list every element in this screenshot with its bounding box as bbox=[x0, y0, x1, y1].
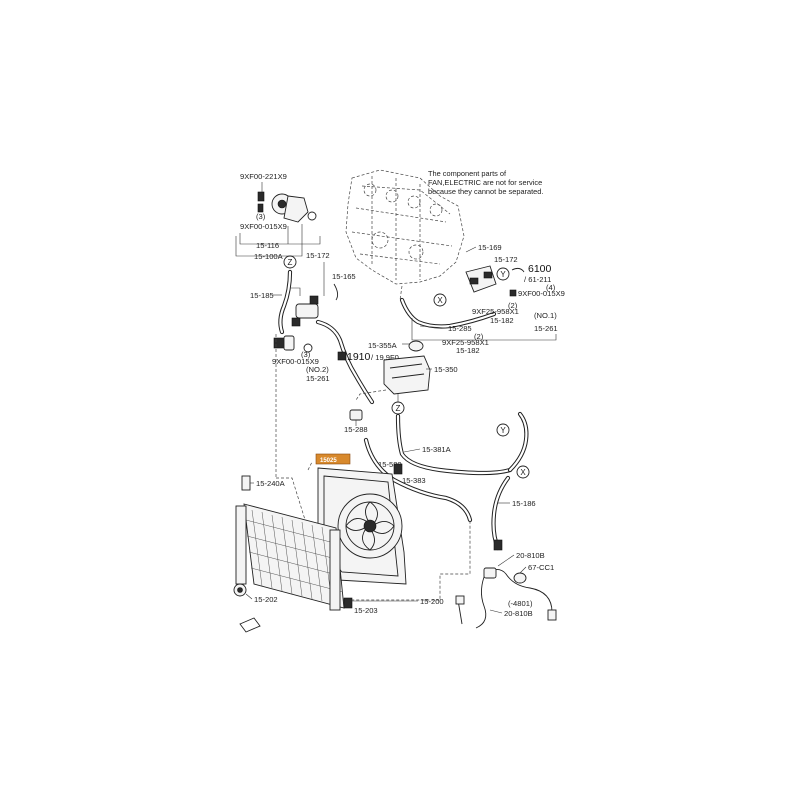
label-15-350: 15-350 bbox=[434, 365, 458, 374]
radiator-hoses: Y 15-381A 15-580 15-383 X 15-186 bbox=[363, 411, 536, 551]
circle-y-2: Y bbox=[500, 426, 506, 435]
sensor-group: 15-169 15-172 6100 / 61-211 Y (4) 9XF00-… bbox=[399, 243, 565, 355]
label-15-186: 15-186 bbox=[512, 499, 536, 508]
label-4801: (-4801) bbox=[508, 599, 533, 608]
label-15-240a: 15-240A bbox=[256, 479, 286, 488]
label-3b: (3) bbox=[301, 350, 311, 359]
radiator-group: 15-240A 15-202 15-203 15-200 bbox=[233, 475, 444, 633]
fan-wiring-harness: 20-810B 67-CC1 (-4801) 20-810B bbox=[455, 551, 557, 629]
hose-clamp-icon bbox=[337, 351, 347, 361]
label-20-810b-b: 20-810B bbox=[504, 609, 533, 618]
label-4: (4) bbox=[546, 283, 556, 292]
radiator-right-tank-icon bbox=[329, 529, 341, 611]
note-line-2: FAN,ELECTRIC are not for service bbox=[428, 178, 542, 187]
label-3a: (3) bbox=[256, 212, 266, 221]
radiator-fins bbox=[245, 509, 344, 605]
label-15-381a: 15-381A bbox=[422, 445, 452, 454]
label-9xf25-958x1-b: 9XF25-958X1 bbox=[442, 338, 489, 347]
radiator-left-tank-icon bbox=[235, 505, 247, 585]
label-6100: 6100 bbox=[528, 263, 552, 275]
connector-y-top bbox=[496, 267, 510, 281]
label-15-580: 15-580 bbox=[378, 460, 402, 469]
label-15-383: 15-383 bbox=[402, 476, 426, 485]
note-line-3: because they cannot be separated. bbox=[428, 187, 543, 196]
coolant-reservoir-group: 1910 / 19.9F0 15-355A 15-350 15-288 Z bbox=[337, 340, 458, 434]
label-67-cc1: 67-CC1 bbox=[528, 563, 554, 572]
connector-y-bottom bbox=[496, 423, 510, 437]
label-15-165: 15-165 bbox=[332, 272, 356, 281]
label-15-182b: 15-182 bbox=[456, 346, 480, 355]
circle-y-1: Y bbox=[500, 270, 506, 279]
label-15-200: 15-200 bbox=[420, 597, 444, 606]
harness-connector-icon bbox=[483, 567, 497, 579]
label-15-185: 15-185 bbox=[250, 291, 274, 300]
connector-x-top bbox=[433, 293, 447, 307]
label-9xf00-015x9-b: 9XF00-015X9 bbox=[272, 357, 319, 366]
part-tag-badge bbox=[315, 453, 351, 465]
drain-plug-icon bbox=[241, 475, 251, 491]
label-61-211: / 61-211 bbox=[524, 275, 551, 284]
harness-grommet-icon bbox=[513, 572, 527, 584]
clip-icon bbox=[393, 463, 403, 475]
label-15-172a: 15-172 bbox=[306, 251, 330, 260]
label-no2: (NO.2) bbox=[306, 365, 329, 374]
circle-z-2: Z bbox=[396, 404, 401, 413]
circle-x-1: X bbox=[437, 296, 443, 305]
bolt-icon bbox=[257, 191, 265, 202]
service-note: The component parts of FAN,ELECTRIC are … bbox=[428, 169, 543, 196]
label-15-288: 15-288 bbox=[344, 425, 368, 434]
thermostat-housing-icon bbox=[295, 303, 319, 319]
label-15-202: 15-202 bbox=[254, 595, 278, 604]
label-2a: (2) bbox=[508, 301, 518, 310]
thermostat-hose-group: Z 15-172 15-165 15-185 (3) 9XF00-015X9 (… bbox=[250, 251, 375, 478]
label-15-355a: 15-355A bbox=[368, 341, 398, 350]
water-pump-icon bbox=[283, 195, 309, 223]
label-9xf00-221x9: 9XF00-221X9 bbox=[240, 172, 287, 181]
label-9xf00-015x9-c: 9XF00-015X9 bbox=[518, 289, 565, 298]
circle-x-2: X bbox=[520, 468, 526, 477]
label-15-261a: 15-261 bbox=[306, 374, 330, 383]
connector-x-bottom bbox=[516, 465, 530, 479]
label-15-285: 15-285 bbox=[448, 324, 472, 333]
part-tag-label: 15025 bbox=[320, 458, 337, 464]
water-pump-group: 9XF00-221X9 (3) 9XF00-015X9 15-116 15-10… bbox=[235, 172, 321, 261]
label-9xf25-958x1-a: 9XF25-958X1 bbox=[472, 307, 519, 316]
label-15-100a: 15-100A bbox=[254, 252, 284, 261]
label-no1: (NO.1) bbox=[534, 311, 557, 320]
label-20-810b-a: 20-810B bbox=[516, 551, 545, 560]
fan-motor-hub-icon bbox=[363, 519, 377, 533]
label-15-182a: 15-182 bbox=[490, 316, 514, 325]
label-2b: (2) bbox=[474, 332, 484, 341]
connector-z-top bbox=[283, 255, 297, 269]
note-line-1: The component parts of bbox=[428, 169, 507, 178]
label-15-172b: 15-172 bbox=[494, 255, 518, 264]
engine-block bbox=[345, 169, 465, 285]
hose-bracket-icon bbox=[349, 409, 363, 421]
label-9xf00-015x9-a: 9XF00-015X9 bbox=[240, 222, 287, 231]
circle-z-1: Z bbox=[288, 258, 293, 267]
label-15-116: 15-116 bbox=[256, 241, 279, 250]
label-15-203: 15-203 bbox=[354, 606, 378, 615]
label-15-169: 15-169 bbox=[478, 243, 502, 252]
reservoir-tank-icon bbox=[383, 355, 431, 395]
label-1910: 1910 bbox=[347, 351, 371, 363]
reservoir-cap-icon bbox=[408, 340, 424, 352]
label-15-261b: 15-261 bbox=[534, 324, 558, 333]
label-19-9f0: / 19.9F0 bbox=[371, 353, 399, 362]
